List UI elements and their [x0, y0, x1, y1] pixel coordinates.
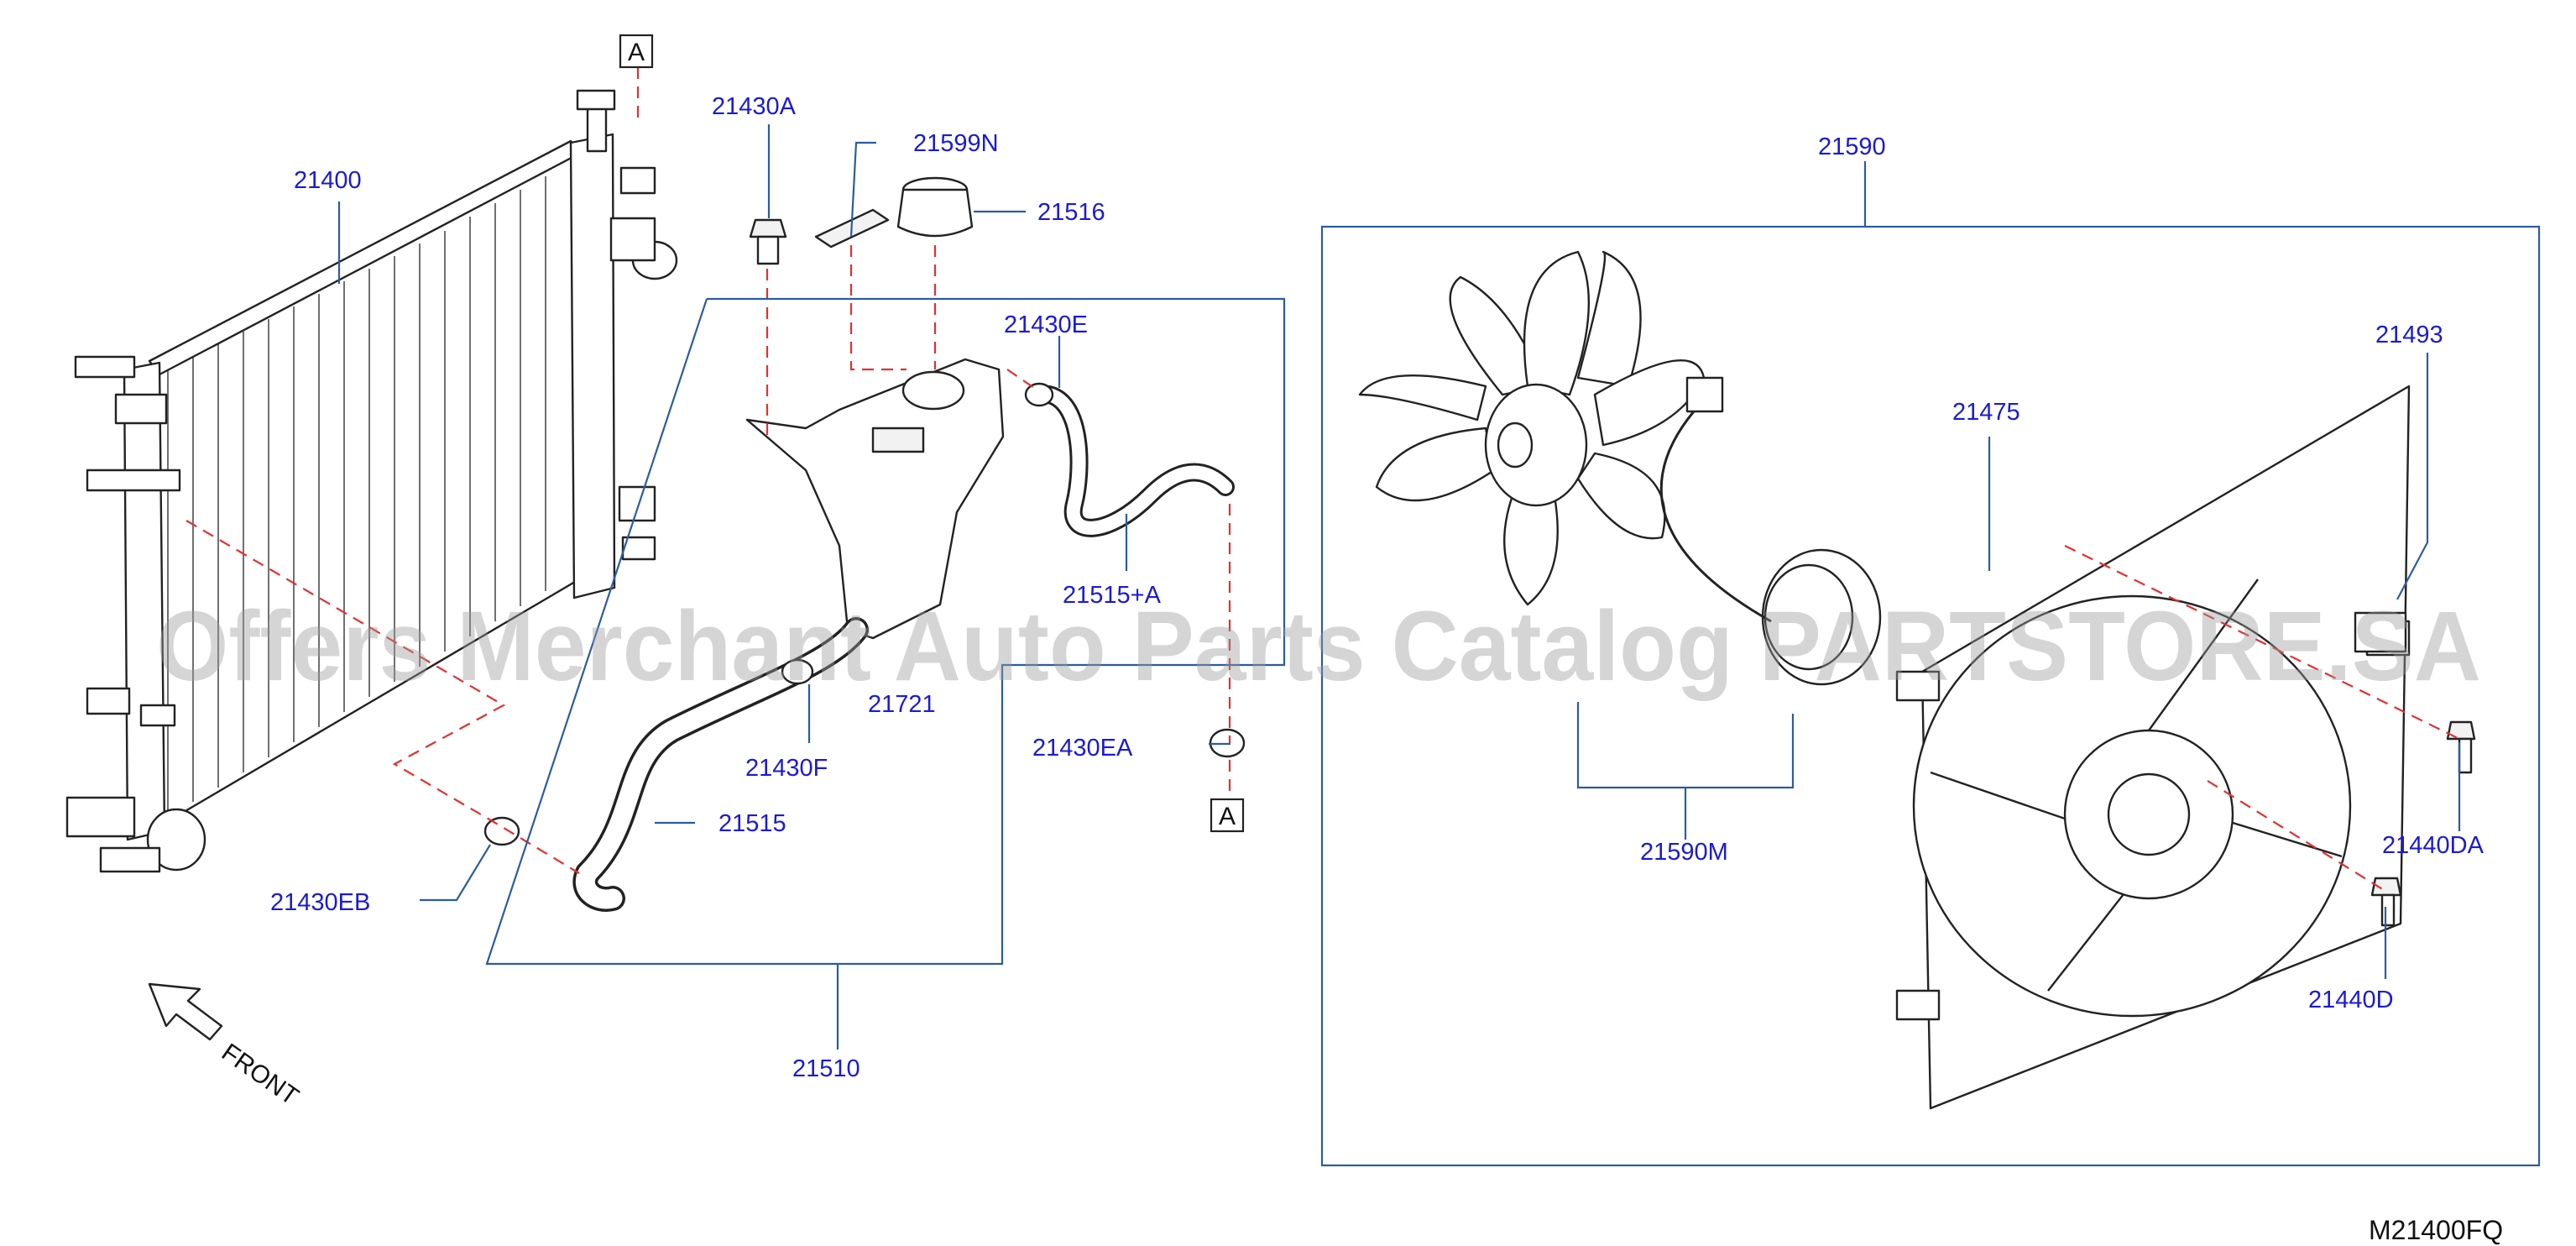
shroud-drawing [1895, 385, 2476, 1110]
label-21430EA: 21430EA [1032, 735, 1133, 762]
label-21430F: 21430F [745, 755, 828, 782]
leader-lines [337, 124, 2541, 1167]
label-21516: 21516 [1037, 199, 1105, 226]
label-21590: 21590 [1818, 134, 1886, 160]
label-21475: 21475 [1952, 399, 2020, 426]
label-21440D: 21440D [2308, 987, 2394, 1013]
label-21430E: 21430E [1004, 312, 1088, 338]
label-21430A: 21430A [712, 93, 797, 120]
reservoir-drawing [483, 176, 1246, 912]
label-21599N: 21599N [913, 130, 999, 157]
label-21510: 21510 [792, 1055, 860, 1082]
label-21515A: 21515+A [1063, 582, 1162, 609]
label-21515: 21515 [718, 810, 786, 837]
label-21721: 21721 [868, 691, 936, 718]
front-arrow: FRONT [148, 982, 304, 1111]
label-21440DA: 21440DA [2382, 832, 2485, 859]
label-21430EB: 21430EB [270, 889, 370, 916]
fan-motor-drawing [1358, 250, 1882, 686]
label-21590M: 21590M [1640, 839, 1728, 866]
part-labels: 21400 21430A 21599N 21516 21430E 21515+A… [270, 93, 2485, 1082]
dashed-guides [185, 67, 2460, 891]
ref-mark-bottom-letter: A [1219, 803, 1236, 830]
diagram-code: M21400FQ [2369, 1215, 2503, 1245]
ref-mark-top: A [619, 34, 654, 69]
ref-mark-bottom: A [1210, 798, 1245, 833]
radiator-drawing [65, 89, 678, 873]
ref-mark-top-letter: A [628, 39, 645, 66]
watermark: Offers Merchant Auto Parts Catalog PARTS… [156, 591, 2481, 702]
label-21493: 21493 [2375, 322, 2443, 348]
front-label: FRONT [217, 1039, 304, 1111]
label-21400: 21400 [294, 167, 362, 194]
